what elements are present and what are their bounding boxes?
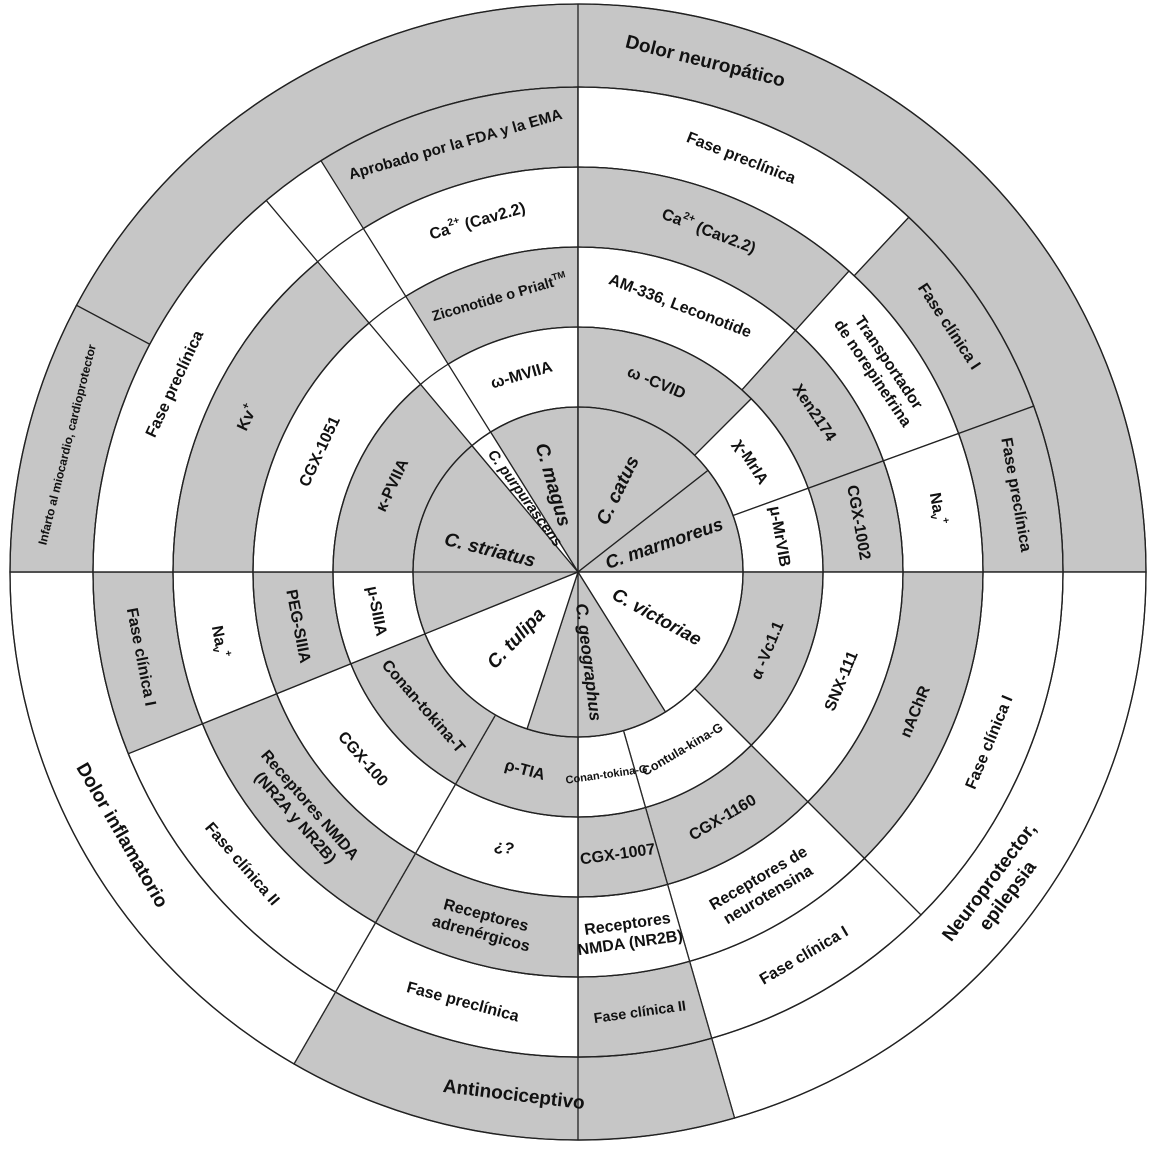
target-segment-4-superscript: + <box>939 517 951 525</box>
target-segment-1-superscript: 2+ <box>446 215 460 229</box>
target-segment-2-superscript: 2+ <box>682 211 697 226</box>
dotted-guide-2 <box>623 730 735 1119</box>
drug-segment-8-label: ¿? <box>493 837 516 858</box>
dotted-guide-1 <box>293 714 496 1065</box>
drug-segment-8-label-group: ¿? <box>493 837 516 858</box>
ring-therapeutic-use <box>9 3 1147 1141</box>
ring-outlines <box>9 3 1147 1141</box>
drug-segment-8-text: ¿? <box>493 837 516 858</box>
target-segment-1-text: Ca <box>427 221 451 243</box>
target-segment-10-subscript: v <box>210 646 222 654</box>
target-segment-10-superscript: + <box>222 649 234 657</box>
ring-conotoxin <box>332 326 824 818</box>
target-segment-10-text: Na <box>208 624 229 647</box>
target-segment-4-subscript: v <box>927 513 939 521</box>
target-segment-4-label-group: Nav+ <box>924 491 951 527</box>
ring-molecular-target <box>172 166 984 978</box>
target-segment-2-text: Ca <box>660 206 685 229</box>
target-segment-10-label: Nav+ <box>206 624 234 660</box>
drug-segment-1-superscript: TM <box>551 269 567 282</box>
target-segment-4-label: Nav+ <box>924 491 951 527</box>
target-segment-10-label-group: Nav+ <box>206 624 234 660</box>
ring-drug-name <box>252 246 904 898</box>
target-segment-11-superscript: + <box>240 401 253 411</box>
target-segment-4-text: Na <box>926 491 946 514</box>
